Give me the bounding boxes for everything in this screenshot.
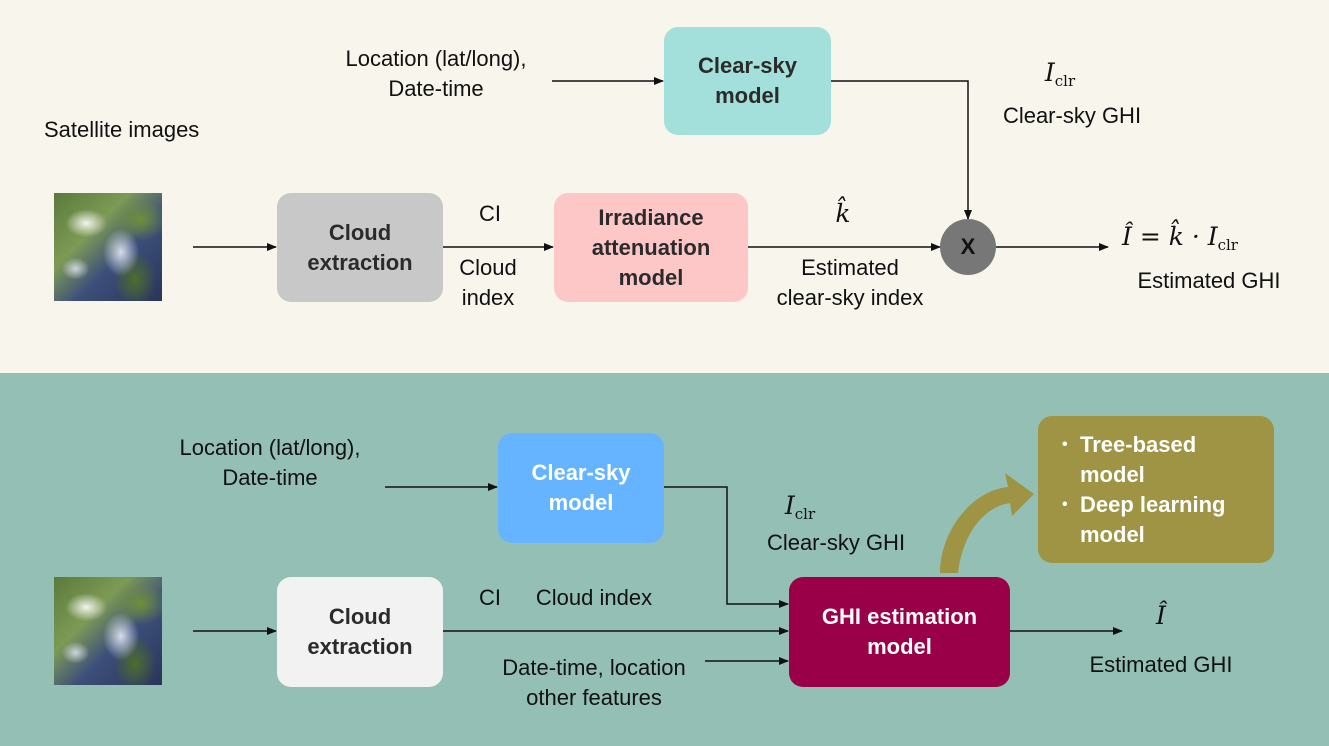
estimated-ghi-label-top: Estimated GHI	[1137, 268, 1281, 293]
satellite-image-bottom	[54, 577, 162, 685]
i-clr-sub: clr	[1054, 72, 1076, 90]
clear-sky-model-label-bottom: Clear-sky model	[531, 460, 631, 515]
ci-label-bottom: CI	[479, 585, 501, 610]
satellite-image	[54, 193, 162, 301]
ghi-estimation-model-box: GHI estimation model	[789, 577, 1010, 687]
multiply-node	[940, 219, 996, 275]
i-hat-symbol: Î	[1156, 601, 1166, 630]
location-label: Location (lat/long), Date-time	[318, 44, 554, 104]
bottom-panel: Location (lat/long), Date-time Clear-sky…	[0, 373, 1329, 746]
clear-sky-model-box-bottom: Clear-sky model	[498, 433, 664, 543]
ml-model-item-tree: Tree-based model	[1058, 430, 1260, 490]
formula-lhs: Î	[1122, 222, 1132, 251]
ml-models-box: Tree-based model Deep learning model	[1038, 416, 1274, 563]
ml-model-item-deep: Deep learning model	[1058, 490, 1260, 550]
top-connectors	[193, 77, 1109, 275]
location-label-line2: Date-time	[388, 76, 484, 101]
ghi-formula: Î = k̂ · Iclr	[1122, 222, 1282, 260]
estimated-csi-line2: clear-sky index	[776, 285, 924, 310]
estimated-clear-sky-index-label: Estimated clear-sky index	[762, 253, 938, 313]
cloud-extraction-box: Cloud extraction	[277, 193, 443, 302]
estimated-csi-line1: Estimated	[801, 255, 899, 280]
formula-sub: clr	[1217, 236, 1238, 254]
formula-mid: = k̂ · I	[1131, 222, 1218, 251]
ghi-estimation-model-label: GHI estimation model	[821, 604, 978, 659]
estimated-ghi-label-bottom: Estimated GHI	[1089, 652, 1233, 677]
cloud-index-line2: index	[461, 285, 515, 310]
clear-sky-model-box: Clear-sky model	[664, 27, 831, 135]
clear-sky-ghi-label-bottom: Clear-sky GHI	[766, 530, 906, 555]
location-label-line1: Location (lat/long),	[345, 46, 527, 71]
clear-sky-model-label: Clear-sky model	[697, 53, 798, 108]
i-clr-letter: I	[1044, 58, 1055, 87]
clear-sky-ghi-label: Clear-sky GHI	[1002, 103, 1142, 128]
i-clr-letter-bottom: I	[784, 491, 795, 520]
k-hat-symbol: k̂	[835, 199, 851, 228]
location-label-bottom-line1: Location (lat/long),	[179, 435, 361, 460]
arrow-clearsky-to-multiply	[830, 80, 972, 220]
cloud-index-line1: Cloud	[459, 255, 517, 280]
multiply-symbol: X	[960, 234, 976, 259]
features-label: Date-time, location other features	[484, 653, 704, 713]
location-label-bottom-line2: Date-time	[222, 465, 318, 490]
irradiance-attenuation-model-box: Irradiance attenuation model	[554, 193, 748, 302]
irradiance-attenuation-model-label: Irradiance attenuation model	[591, 204, 711, 290]
cloud-extraction-box-bottom: Cloud extraction	[277, 577, 443, 687]
i-clr-symbol-bottom: Iclr	[770, 491, 830, 529]
top-panel: Location (lat/long), Date-time Satellite…	[0, 0, 1329, 373]
cloud-index-label-bottom: Cloud index	[535, 585, 653, 610]
features-label-line2: other features	[526, 685, 662, 710]
location-label-bottom: Location (lat/long), Date-time	[152, 433, 388, 493]
i-clr-symbol: Iclr	[1030, 58, 1090, 96]
curved-arrow	[940, 473, 1034, 573]
ml-models-list: Tree-based model Deep learning model	[1058, 430, 1260, 550]
ci-label: CI	[479, 201, 501, 226]
features-label-line1: Date-time, location	[502, 655, 686, 680]
i-clr-sub-bottom: clr	[794, 505, 816, 523]
cloud-extraction-label-bottom: Cloud extraction	[307, 604, 413, 659]
bottom-connectors	[193, 473, 1123, 665]
arrow-clearsky-to-ghi	[664, 486, 789, 608]
satellite-images-label: Satellite images	[44, 117, 200, 142]
cloud-index-label: Cloud index	[440, 253, 536, 313]
cloud-extraction-label: Cloud extraction	[307, 219, 413, 275]
